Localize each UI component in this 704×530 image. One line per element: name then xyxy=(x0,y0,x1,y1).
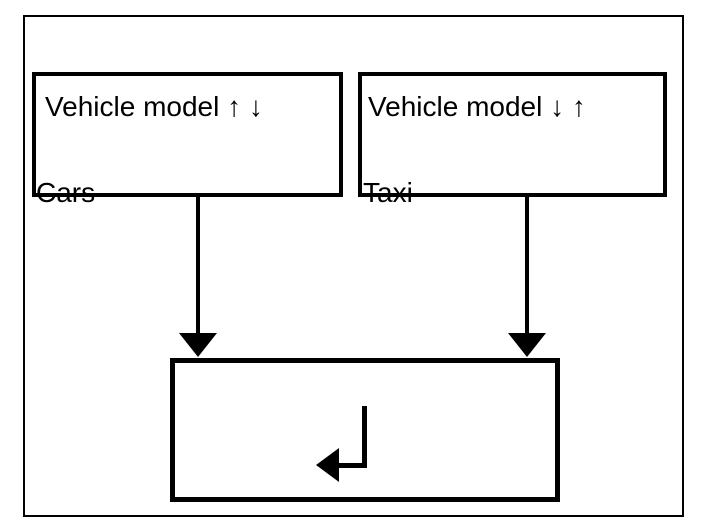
return-arrow-head xyxy=(316,448,339,482)
vehicle-model-cars-box xyxy=(32,72,343,197)
cars-to-merge-arrow-line xyxy=(196,197,200,333)
cars-box-title: Vehicle model ↑ ↓ xyxy=(45,91,263,122)
cars-label: Cars xyxy=(36,177,96,208)
return-arrow-stem xyxy=(362,406,367,468)
merge-box xyxy=(170,358,560,502)
taxi-to-merge-arrow-line xyxy=(525,197,529,333)
vehicle-model-taxi-box xyxy=(358,72,667,197)
diagram-outer-frame xyxy=(23,15,684,517)
cars-to-merge-arrowhead-icon xyxy=(179,333,217,357)
taxi-box-title: Vehicle model ↓ ↑ xyxy=(368,91,586,122)
return-arrow-tail xyxy=(336,463,365,468)
taxi-label: Taxi xyxy=(363,177,413,208)
taxi-to-merge-arrowhead-icon xyxy=(508,333,546,357)
